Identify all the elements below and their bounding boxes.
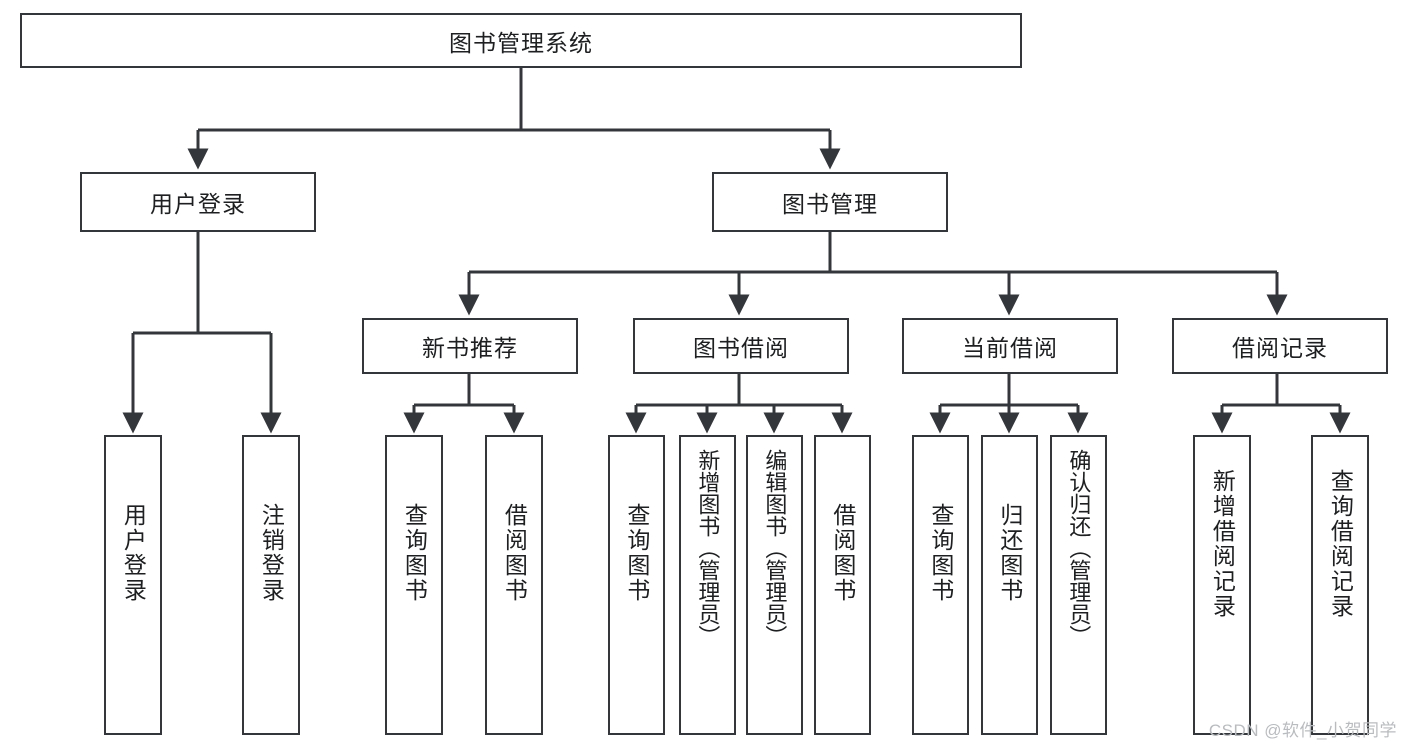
node-new-book-recommend[interactable]: 新书推荐 xyxy=(362,318,578,374)
node-leaf-add-book[interactable]: 新增图书（管理员） xyxy=(679,435,736,735)
node-current-borrow[interactable]: 当前借阅 xyxy=(902,318,1118,374)
node-leaf-confirm-return[interactable]: 确认归还（管理员） xyxy=(1050,435,1107,735)
node-borrow-record-label: 借阅记录 xyxy=(1232,335,1328,361)
node-current-borrow-label: 当前借阅 xyxy=(962,335,1058,361)
node-leaf-query-book-2[interactable]: 查询图书 xyxy=(608,435,665,735)
node-leaf-edit-book-label: 编辑图书（管理员） xyxy=(762,449,788,647)
node-root[interactable]: 图书管理系统 xyxy=(20,13,1022,68)
node-book-manage[interactable]: 图书管理 xyxy=(712,172,948,232)
node-leaf-borrow-book-1-label: 借阅图书 xyxy=(501,503,528,603)
node-leaf-query-record-label: 查询借阅记录 xyxy=(1327,469,1354,619)
node-borrow-record[interactable]: 借阅记录 xyxy=(1172,318,1388,374)
node-user-login-label: 用户登录 xyxy=(150,191,246,217)
node-leaf-add-book-label: 新增图书（管理员） xyxy=(695,449,721,647)
node-leaf-borrow-book-2[interactable]: 借阅图书 xyxy=(814,435,871,735)
node-leaf-query-record[interactable]: 查询借阅记录 xyxy=(1311,435,1369,735)
node-leaf-borrow-book-2-label: 借阅图书 xyxy=(829,503,856,603)
csdn-watermark: CSDN @软件_小贺同学 xyxy=(1208,721,1397,740)
node-leaf-query-book-3-label: 查询图书 xyxy=(927,503,954,603)
node-leaf-logout-login-label: 注销登录 xyxy=(258,503,285,603)
node-root-label: 图书管理系统 xyxy=(449,29,593,56)
node-leaf-query-book-1-label: 查询图书 xyxy=(401,503,428,603)
node-leaf-borrow-book-1[interactable]: 借阅图书 xyxy=(485,435,543,735)
node-leaf-user-login-label: 用户登录 xyxy=(120,503,147,603)
node-new-book-recommend-label: 新书推荐 xyxy=(422,335,518,361)
node-book-borrow[interactable]: 图书借阅 xyxy=(633,318,849,374)
node-leaf-query-book-1[interactable]: 查询图书 xyxy=(385,435,443,735)
node-leaf-return-book-label: 归还图书 xyxy=(996,503,1023,603)
node-leaf-add-record-label: 新增借阅记录 xyxy=(1209,469,1236,619)
node-book-borrow-label: 图书借阅 xyxy=(693,335,789,361)
node-leaf-return-book[interactable]: 归还图书 xyxy=(981,435,1038,735)
node-leaf-edit-book[interactable]: 编辑图书（管理员） xyxy=(746,435,803,735)
node-leaf-user-login[interactable]: 用户登录 xyxy=(104,435,162,735)
node-book-manage-label: 图书管理 xyxy=(782,191,878,217)
node-user-login[interactable]: 用户登录 xyxy=(80,172,316,232)
node-leaf-add-record[interactable]: 新增借阅记录 xyxy=(1193,435,1251,735)
node-leaf-query-book-3[interactable]: 查询图书 xyxy=(912,435,969,735)
node-leaf-query-book-2-label: 查询图书 xyxy=(623,503,650,603)
node-leaf-logout-login[interactable]: 注销登录 xyxy=(242,435,300,735)
node-leaf-confirm-return-label: 确认归还（管理员） xyxy=(1066,449,1092,647)
